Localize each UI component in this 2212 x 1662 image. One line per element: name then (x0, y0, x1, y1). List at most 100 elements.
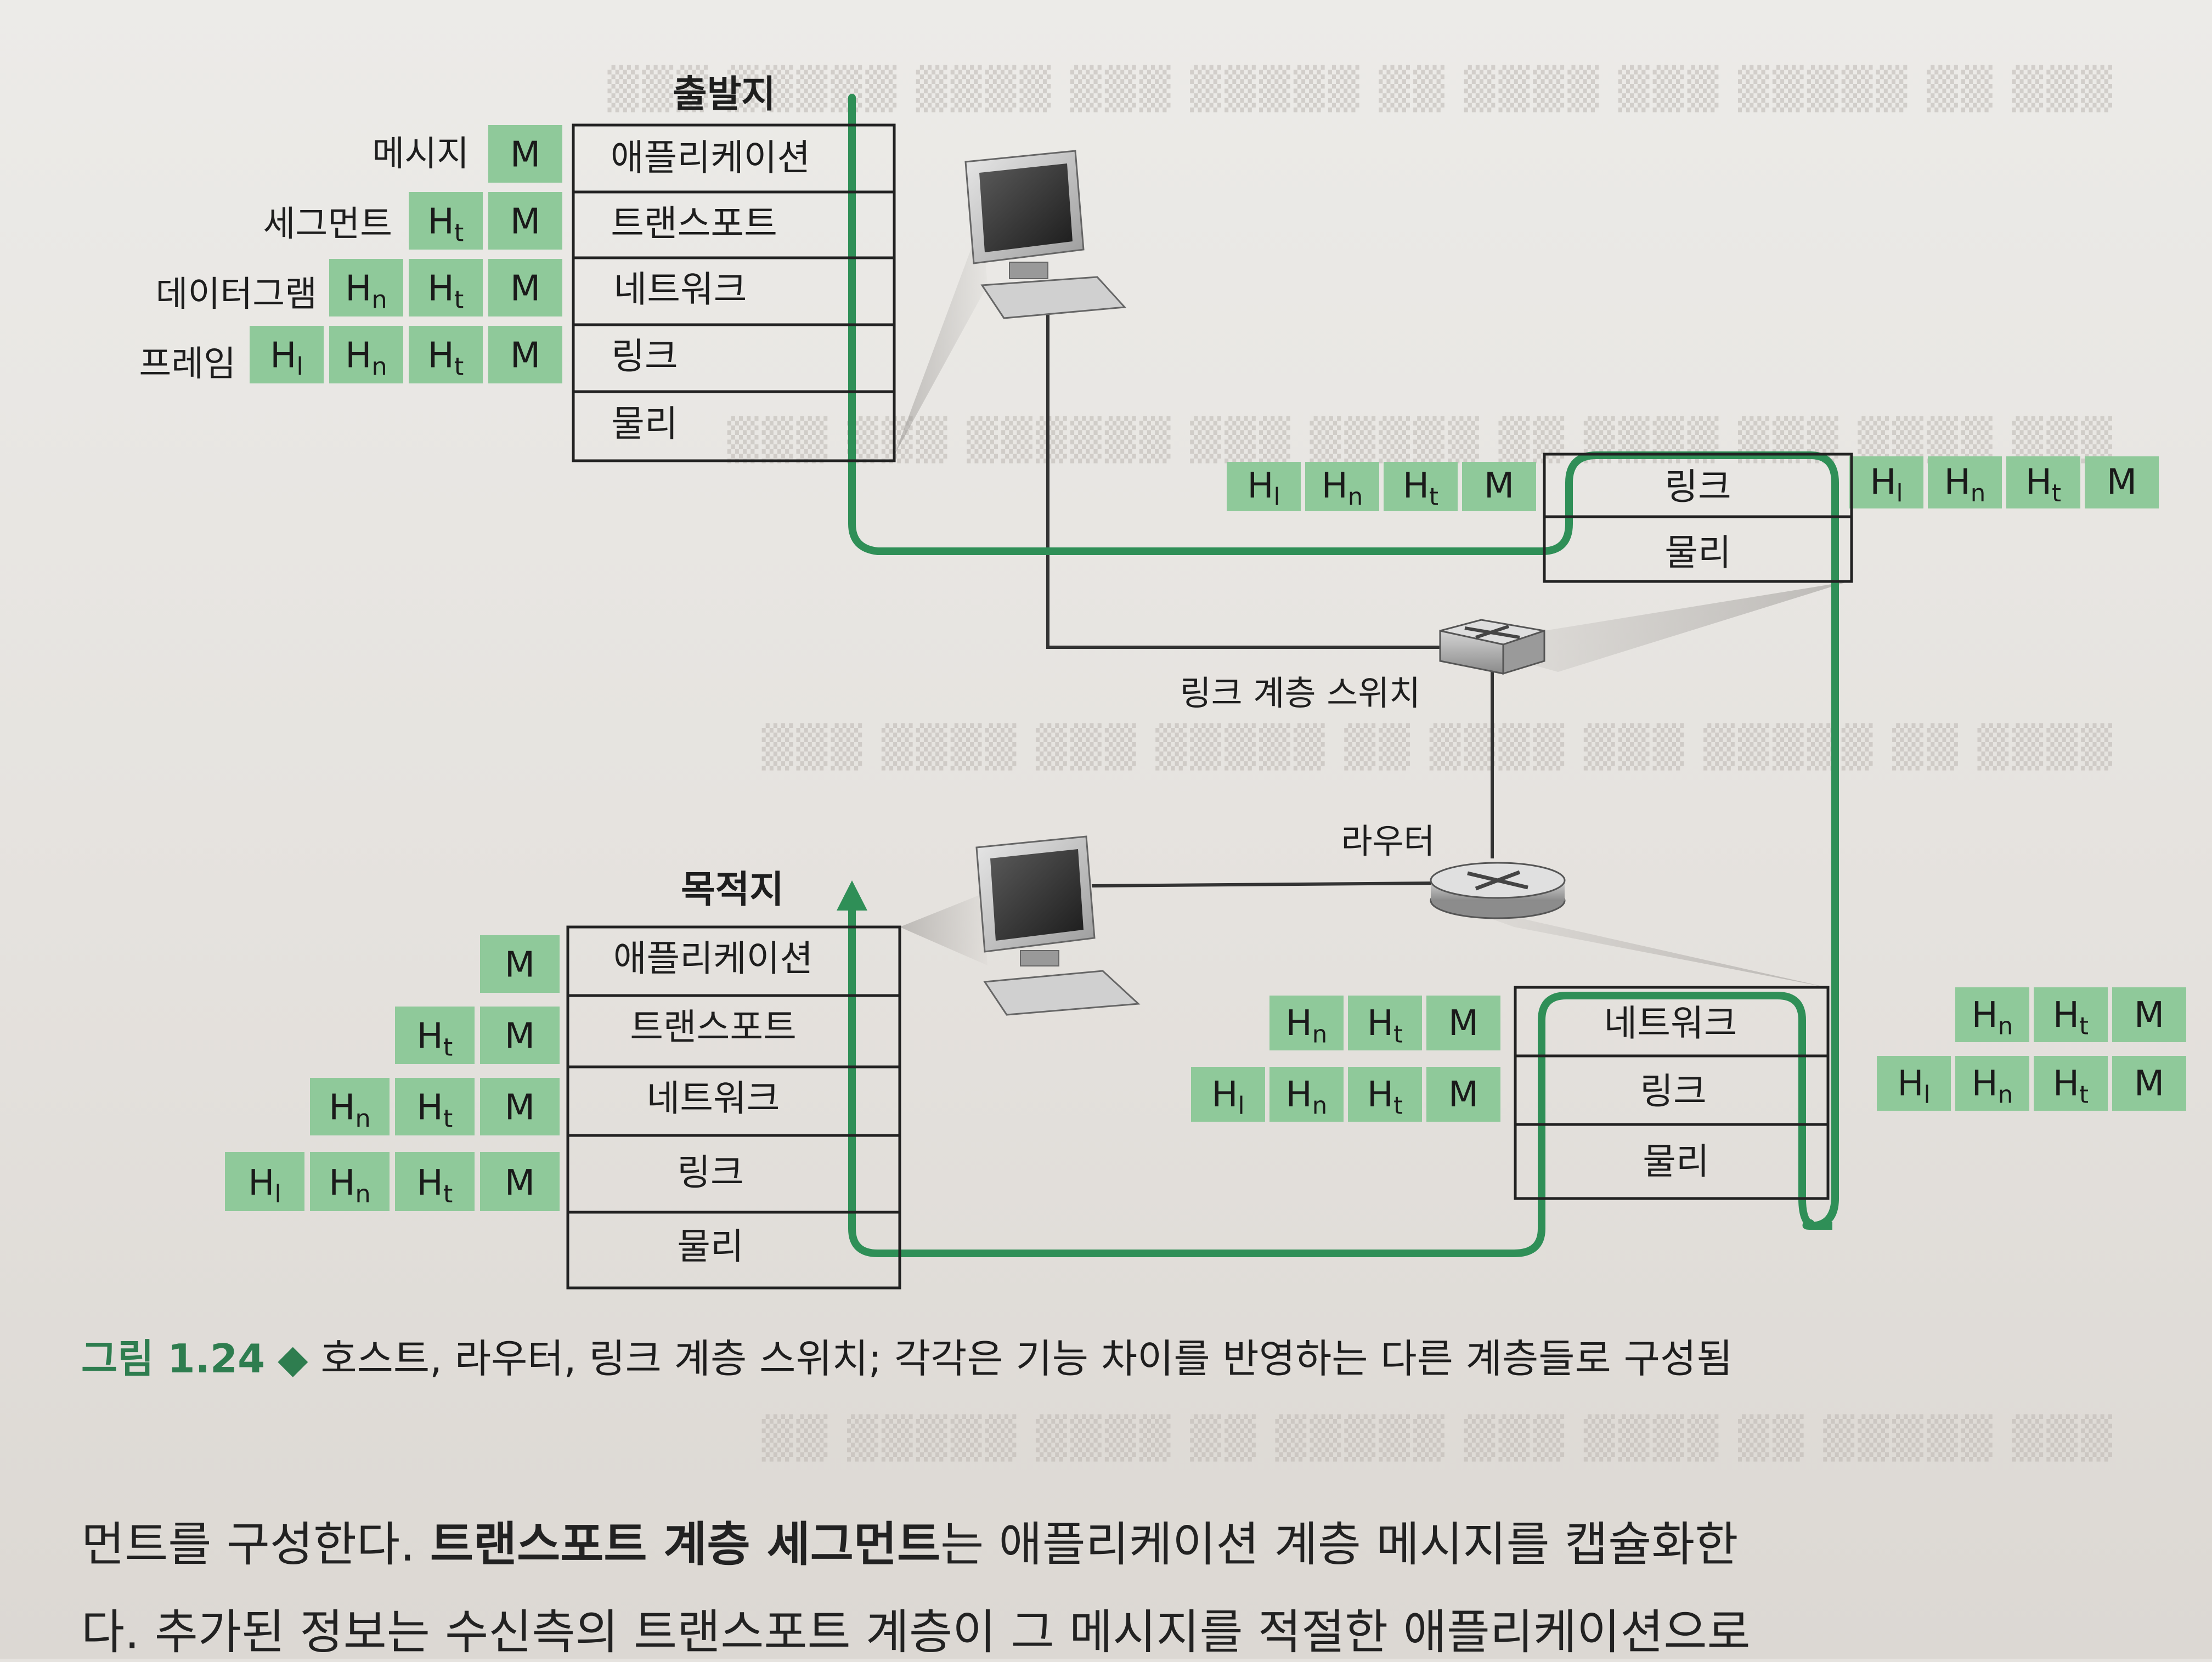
header-cell-bg (488, 326, 562, 383)
header-cell-bg (1462, 462, 1536, 511)
body-text-line-1: 먼트를 구성한다. 트랜스포트 계층 세그먼트는 애플리케이션 계층 메시지를 … (81, 1517, 1739, 1572)
destination-computer-icon (975, 835, 1141, 1016)
destination-protocol-stack: 애플리케이션 트랜스포트 네트워크 링크 물리 (566, 925, 901, 1290)
switch-layer-link: 링크 (1664, 466, 1731, 508)
header-cell-bg (2112, 1056, 2186, 1111)
router-icon (1430, 862, 1566, 919)
body-bold-term: 트랜스포트 계층 세그먼트 (430, 1517, 941, 1572)
header-cell-text: M (1448, 1075, 1479, 1115)
header-cell-subscript: n (355, 1179, 370, 1208)
header-cell-ht: Ht (395, 1007, 475, 1064)
header-cell-m: M (1426, 996, 1500, 1050)
header-cell-m: M (2112, 1056, 2186, 1111)
projection-shadow (900, 894, 988, 965)
header-cell-subscript: l (1274, 483, 1280, 511)
header-cell-ht: Ht (409, 192, 483, 250)
switch-protocol-stack: 링크 물리 (1543, 453, 1853, 583)
pdu-label-datagram: 데이터그램 (156, 274, 317, 315)
header-cell-text: M (510, 202, 540, 242)
router-layer-network: 네트워크 (1604, 1002, 1737, 1044)
header-cell-bg (480, 935, 560, 993)
header-cell-hl: Hl (250, 326, 324, 383)
header-cell-bg (1877, 1056, 1951, 1111)
header-cell-bg (329, 259, 403, 316)
header-cell-bg (225, 1152, 304, 1211)
pdu-label-message: 메시지 (372, 134, 469, 174)
header-cell-subscript: l (274, 1179, 281, 1208)
header-cell-bg (1348, 1067, 1422, 1122)
header-cell-text: M (510, 336, 540, 376)
header-cell-text: M (510, 135, 540, 176)
header-cell-subscript: t (454, 218, 464, 247)
header-cell-m: M (488, 125, 562, 183)
header-cell-hl: Hl (225, 1152, 304, 1211)
dest-layer-application: 애플리케이션 (613, 937, 813, 980)
header-cell-ht: Ht (395, 1078, 475, 1135)
header-cell-bg (395, 1152, 475, 1211)
layer-link: 링크 (611, 335, 678, 377)
header-cell-bg (1955, 1056, 2029, 1111)
header-cell-ht: Ht (2006, 456, 2080, 508)
source-computer-icon (964, 150, 1127, 319)
header-cell-m: M (488, 326, 562, 383)
header-cell-m: M (480, 935, 560, 993)
header-cell-subscript: t (1393, 1021, 1403, 1049)
header-cell-text: M (2134, 1064, 2164, 1104)
header-cell-subscript: t (454, 352, 464, 381)
figure-number: 그림 1.24 (81, 1336, 266, 1382)
header-cell-m: M (488, 192, 562, 250)
header-cell-m: M (480, 1152, 560, 1211)
header-cell-bg (395, 1007, 475, 1064)
header-cell-bg (488, 125, 562, 183)
header-cell-subscript: n (371, 352, 387, 381)
switch-label: 링크 계층 스위치 (1180, 673, 1421, 713)
header-cell-subscript: t (1429, 483, 1438, 511)
header-cell-ht: Ht (2034, 1056, 2108, 1111)
header-cell-m: M (1426, 1067, 1500, 1122)
header-cell-hl: Hl (1877, 1056, 1951, 1111)
cable-host-switch (1046, 304, 1448, 649)
header-cell-ht: Ht (2034, 987, 2108, 1042)
layer-physical: 물리 (611, 403, 678, 445)
header-cell-subscript: n (1998, 1013, 2013, 1041)
destination-label: 목적지 (681, 868, 784, 912)
header-cell-m: M (2112, 987, 2186, 1042)
header-cell-text: M (505, 1088, 535, 1128)
header-cell-subscript: n (1312, 1021, 1328, 1049)
header-cell-bg (2006, 456, 2080, 508)
header-cell-hn: Hn (1269, 996, 1344, 1050)
layer-network: 네트워크 (614, 268, 747, 310)
dest-layer-link: 링크 (677, 1151, 743, 1194)
header-cell-bg (409, 192, 483, 250)
header-cell-text: M (510, 269, 540, 309)
cable-router-host (1091, 881, 1438, 887)
header-cell-subscript: l (1924, 1082, 1931, 1109)
header-cell-subscript: t (2079, 1082, 2089, 1109)
header-cell-subscript: t (1393, 1093, 1403, 1120)
router-layer-physical: 물리 (1643, 1140, 1709, 1183)
header-cell-text: M (2134, 995, 2164, 1036)
dest-layer-transport: 트랜스포트 (630, 1006, 797, 1048)
header-cell-bg (310, 1078, 390, 1135)
header-cell-ht: Ht (1384, 462, 1458, 511)
header-cell-hn: Hn (1955, 1056, 2029, 1111)
header-cell-bg (480, 1152, 560, 1211)
header-cell-subscript: l (1238, 1093, 1245, 1120)
header-cell-bg (1227, 462, 1301, 511)
header-cell-bg (310, 1152, 390, 1211)
header-cell-bg (2085, 456, 2159, 508)
header-cell-bg (1384, 462, 1458, 511)
header-cell-bg (250, 326, 324, 383)
body-text-line-2: 다. 추가된 정보는 수신측의 트랜스포트 계층이 그 메시지를 적절한 애플리… (81, 1605, 1751, 1660)
layer-transport: 트랜스포트 (611, 202, 777, 245)
header-cell-subscript: n (1312, 1093, 1328, 1120)
header-cell-m: M (480, 1007, 560, 1064)
header-cell-ht: Ht (409, 259, 483, 316)
header-cell-bg (1928, 456, 2002, 508)
header-cell-hn: Hn (1928, 456, 2002, 508)
header-cell-ht: Ht (409, 326, 483, 383)
